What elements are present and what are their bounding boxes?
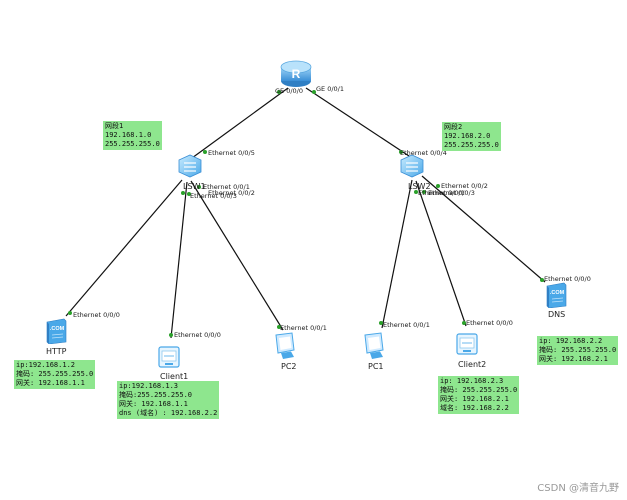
http-server-device[interactable]: .COM	[44, 318, 68, 345]
pc2-device[interactable]	[272, 332, 298, 360]
client2-device[interactable]	[455, 332, 479, 356]
dns-config-note: ip: 192.168.2.2 掩码: 255.255.255.0 网关: 19…	[537, 336, 619, 365]
lsw2-label: LSW2	[408, 182, 431, 191]
note-line: 网关: 192.168.1.1	[16, 379, 85, 387]
port-label-router-ge001: GE 0/0/1	[316, 85, 344, 93]
lsw2-device[interactable]	[398, 152, 426, 180]
port-label-http-e000: Ethernet 0/0/0	[73, 311, 120, 319]
port-label-router-ge000: GE 0/0/0	[275, 87, 303, 95]
client1-config-note: ip:192.168.1.3 掩码:255.255.255.0 网关: 192.…	[117, 381, 220, 419]
port-label-client2-e000: Ethernet 0/0/0	[466, 319, 513, 327]
note-line: 掩码: 255.255.255.0	[539, 346, 617, 354]
port-dots	[68, 90, 544, 337]
note-line: 192.168.2.0	[444, 132, 491, 140]
router-icon: R	[280, 60, 312, 87]
port-label-pc1-e001: Ethernet 0/0/1	[383, 321, 430, 329]
note-line: dns (域名) : 192.168.2.2	[119, 409, 218, 417]
port-dot	[379, 321, 383, 325]
client2-label: Client2	[458, 360, 487, 369]
pc2-label: PC2	[281, 362, 297, 371]
http-badge: .COM	[50, 326, 65, 332]
http-config-note: ip:192.168.1.2 掩码: 255.255.255.0 网关: 192…	[14, 360, 96, 389]
note-line: 255.255.255.0	[105, 140, 160, 148]
port-label-client1-e000: Ethernet 0/0/0	[174, 331, 221, 339]
port-dot	[540, 278, 544, 282]
segment2-note: 网段2 192.168.2.0 255.255.255.0	[442, 122, 501, 151]
port-dot	[187, 192, 191, 196]
note-line: 掩码: 255.255.255.0	[16, 370, 94, 378]
port-label-lsw1-e001: Ethernet 0/0/1	[203, 183, 250, 191]
dns-badge: .COM	[550, 290, 565, 296]
link-router-lsw1	[191, 87, 289, 159]
port-label-lsw2-e002: Ethernet 0/0/2	[441, 182, 488, 190]
client2-config-note: ip: 192.168.2.3 掩码: 255.255.255.0 网关: 19…	[438, 376, 520, 414]
note-line: 网关: 192.168.2.1	[440, 395, 509, 403]
link-lsw2-dns	[421, 175, 546, 283]
server-icon: .COM	[546, 282, 567, 309]
port-label-pc2-e001: Ethernet 0/0/1	[280, 324, 327, 332]
switch-icon	[178, 154, 202, 178]
dns-server-device[interactable]: .COM	[544, 282, 568, 309]
server-icon: .COM	[46, 318, 67, 345]
link-lsw1-http	[65, 179, 183, 317]
note-line: 域名: 192.168.2.2	[440, 404, 509, 412]
client-icon	[158, 346, 180, 368]
client1-label: Client1	[160, 372, 189, 381]
router-label: R	[292, 67, 301, 81]
port-dot	[68, 311, 72, 315]
pc-icon	[275, 332, 295, 359]
note-line: 192.168.1.0	[105, 131, 152, 139]
note-line: 掩码: 255.255.255.0	[440, 386, 518, 394]
port-dot	[422, 190, 426, 194]
port-dot	[436, 184, 440, 188]
port-dot	[312, 90, 316, 94]
links	[65, 87, 546, 339]
dns-label: DNS	[548, 310, 566, 319]
pc1-device[interactable]	[361, 332, 387, 360]
segment1-note: 网段1 192.168.1.0 255.255.255.0	[103, 121, 162, 150]
client1-device[interactable]	[157, 345, 181, 369]
port-dot	[181, 191, 185, 195]
switch-icon	[400, 154, 424, 178]
link-lsw1-client1	[170, 181, 188, 339]
router-device[interactable]: R	[279, 56, 313, 90]
client-icon	[456, 333, 478, 355]
http-label: HTTP	[46, 347, 67, 356]
port-label-lsw1-e005: Ethernet 0/0/5	[208, 149, 255, 157]
pc1-label: PC1	[368, 362, 384, 371]
note-line: 网关: 192.168.1.1	[119, 400, 188, 408]
port-dot	[277, 90, 281, 94]
watermark: CSDN @清音九野	[537, 483, 619, 494]
note-line: ip: 192.168.2.2	[539, 337, 603, 345]
port-dot	[399, 150, 403, 154]
note-line: ip:192.168.1.2	[16, 361, 76, 369]
note-line: 掩码:255.255.255.0	[119, 391, 193, 399]
lsw1-device[interactable]	[176, 152, 204, 180]
note-line: 255.255.255.0	[444, 141, 499, 149]
port-dot	[414, 190, 418, 194]
note-line: ip: 192.168.2.3	[440, 377, 504, 385]
link-lsw1-pc2	[190, 180, 284, 331]
port-dot	[203, 150, 207, 154]
port-dot	[169, 333, 173, 337]
port-dot	[197, 185, 201, 189]
port-label-lsw2-e001: Ethernet 0/0/1	[418, 189, 465, 197]
port-label-lsw2-e003: Ethernet 0/0/3	[428, 189, 475, 197]
port-label-lsw2-e004: Ethernet 0/0/4	[400, 149, 447, 157]
port-dot	[462, 321, 466, 325]
port-label-lsw1-e003: Ethernet 0/0/3	[190, 192, 237, 200]
lsw1-label: LSW1	[183, 182, 206, 191]
link-lsw2-client2	[415, 180, 467, 327]
port-label-lsw1-e002: Ethernet 0/0/2	[208, 189, 255, 197]
port-label-dns-e000: Ethernet 0/0/0	[544, 275, 591, 283]
note-line: ip:192.168.1.3	[119, 382, 179, 390]
link-router-lsw2	[305, 87, 413, 159]
pc-icon	[364, 332, 384, 359]
note-line: 网段2	[444, 123, 463, 131]
note-line: 网段1	[105, 122, 124, 130]
link-lsw2-pc1	[381, 179, 413, 329]
note-line: 网关: 192.168.2.1	[539, 355, 608, 363]
port-dot	[277, 325, 281, 329]
